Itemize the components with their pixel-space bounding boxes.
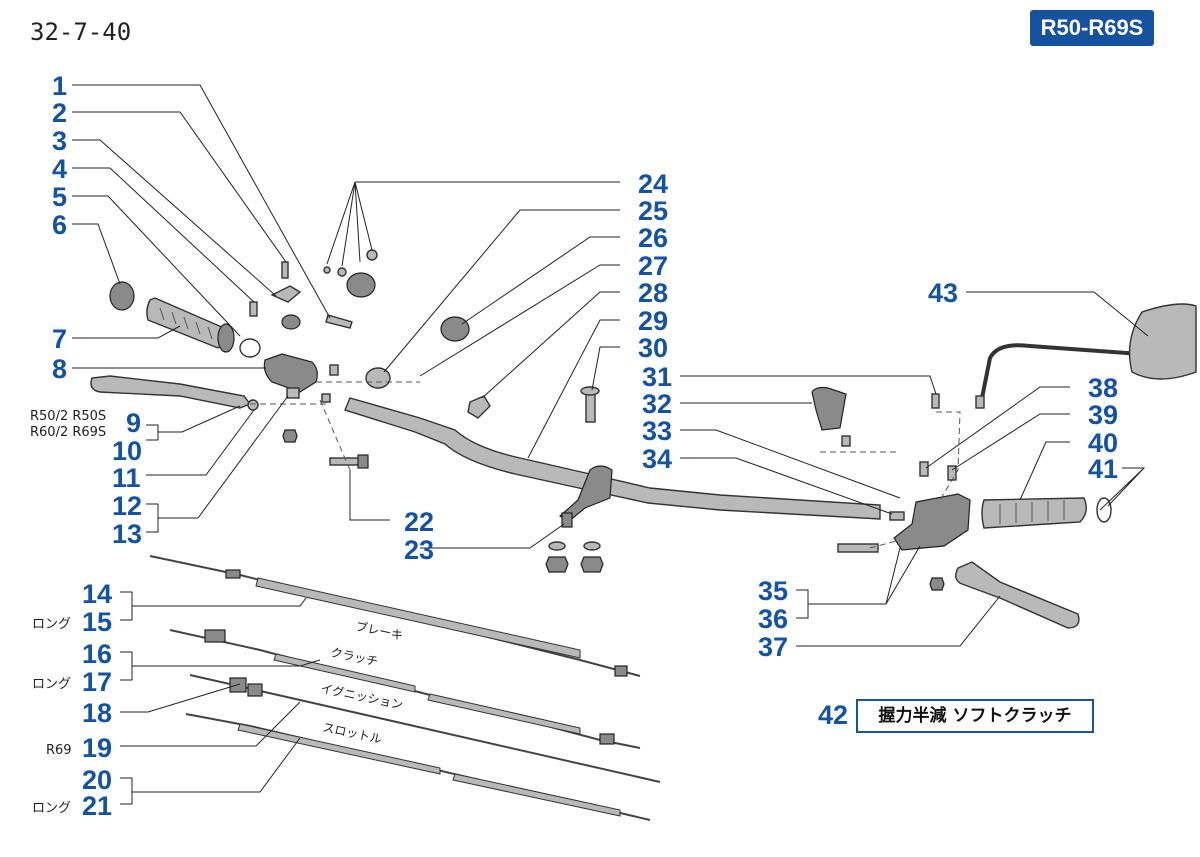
grip-flange xyxy=(217,323,235,353)
callout-41: 41 xyxy=(1088,454,1118,484)
callout-3: 3 xyxy=(52,126,67,156)
callout-16: 16 xyxy=(82,639,112,669)
note-model-19: R69 xyxy=(46,743,72,758)
callout-4: 4 xyxy=(52,154,67,184)
callout-13: 13 xyxy=(112,519,142,549)
screw-31 xyxy=(931,393,940,409)
callout-43: 43 xyxy=(928,278,958,308)
right-grip xyxy=(981,497,1087,529)
ring-washer xyxy=(239,338,261,358)
label-clutch: クラッチ xyxy=(329,645,379,669)
callout-30: 30 xyxy=(638,333,668,363)
clamp-bolt xyxy=(561,512,573,528)
note-long-21: ロング xyxy=(32,801,71,816)
switch-25 xyxy=(365,367,391,389)
callout-24: 24 xyxy=(638,169,668,199)
handlebar xyxy=(344,397,881,520)
callout-11: 11 xyxy=(112,463,141,493)
callout-22: 22 xyxy=(404,507,434,537)
callout-17: 17 xyxy=(82,667,112,697)
callout-26: 26 xyxy=(638,223,668,253)
callout-28: 28 xyxy=(638,278,668,308)
callout-39: 39 xyxy=(1088,400,1118,430)
ignition-cable xyxy=(189,674,661,783)
callout-36: 36 xyxy=(758,604,788,634)
callout-27: 27 xyxy=(638,251,668,281)
callout-19: 19 xyxy=(82,733,112,763)
soft-clutch-feature-box: 握力半減 ソフトクラッチ xyxy=(856,699,1094,733)
callout-42: 42 xyxy=(818,700,849,730)
cables xyxy=(149,555,661,821)
right-lever xyxy=(955,561,1080,629)
mirror-head xyxy=(1128,303,1197,380)
twist-grip-housing xyxy=(263,353,318,393)
screw-2 xyxy=(281,261,289,279)
bolt-35 xyxy=(837,543,879,553)
callout-15: 15 xyxy=(82,607,112,637)
lever-bracket-33 xyxy=(893,493,971,551)
left-lever xyxy=(90,375,252,409)
callout-40: 40 xyxy=(1088,428,1118,458)
callout-34: 34 xyxy=(642,444,672,474)
callout-33: 33 xyxy=(642,416,672,446)
callout-31: 31 xyxy=(642,362,672,392)
callout-29: 29 xyxy=(638,306,668,336)
note-model-9: R50/2 R50S xyxy=(30,409,106,424)
switch-body-24 xyxy=(346,272,376,298)
note-long-15: ロング xyxy=(32,617,71,632)
callout-25: 25 xyxy=(638,196,668,226)
callout-6: 6 xyxy=(52,210,67,240)
spring-1 xyxy=(325,314,353,329)
callout-35: 35 xyxy=(758,576,788,606)
grip-end-cap-left xyxy=(109,281,135,311)
page-code: 32-7-40 xyxy=(30,18,132,46)
switch-26 xyxy=(440,316,470,342)
callout-2: 2 xyxy=(52,98,67,128)
notes: R50/2 R50S R60/2 R69S ロング ロング R69 ロング xyxy=(30,409,106,816)
cam-3 xyxy=(270,285,302,303)
callout-12: 12 xyxy=(112,491,142,521)
callout-32: 32 xyxy=(642,389,672,419)
callout-21: 21 xyxy=(82,791,112,821)
gear-4 xyxy=(281,314,301,330)
callout-1: 1 xyxy=(52,71,67,101)
grip-end-cap-right xyxy=(1096,497,1112,523)
clamp-32 xyxy=(811,386,847,431)
callout-37: 37 xyxy=(758,632,788,662)
leader-lines xyxy=(72,84,1149,805)
parts-illustration xyxy=(90,249,1197,629)
label-brake: ブレーキ xyxy=(354,618,404,643)
callout-23: 23 xyxy=(404,535,434,565)
label-throttle: スロットル xyxy=(321,720,383,746)
callout-20: 20 xyxy=(82,765,112,795)
model-range-badge: R50-R69S xyxy=(1030,10,1154,46)
callout-9: 9 xyxy=(126,408,141,438)
note-long-17: ロング xyxy=(32,677,71,692)
clip-28 xyxy=(467,395,491,419)
callout-14: 14 xyxy=(82,579,112,609)
callout-8: 8 xyxy=(52,354,67,384)
callout-18: 18 xyxy=(82,698,112,728)
callout-38: 38 xyxy=(1088,373,1118,403)
callout-7: 7 xyxy=(52,324,67,354)
bolt-30 xyxy=(585,391,596,423)
screw-4 xyxy=(249,301,258,317)
callout-numbers: 1 2 3 4 5 6 7 8 9 10 11 12 13 14 15 16 1… xyxy=(52,71,1118,821)
callout-10: 10 xyxy=(112,436,142,466)
note-model-10: R60/2 R69S xyxy=(30,425,106,440)
mirror-stem xyxy=(980,340,1165,399)
callout-5: 5 xyxy=(52,182,67,212)
